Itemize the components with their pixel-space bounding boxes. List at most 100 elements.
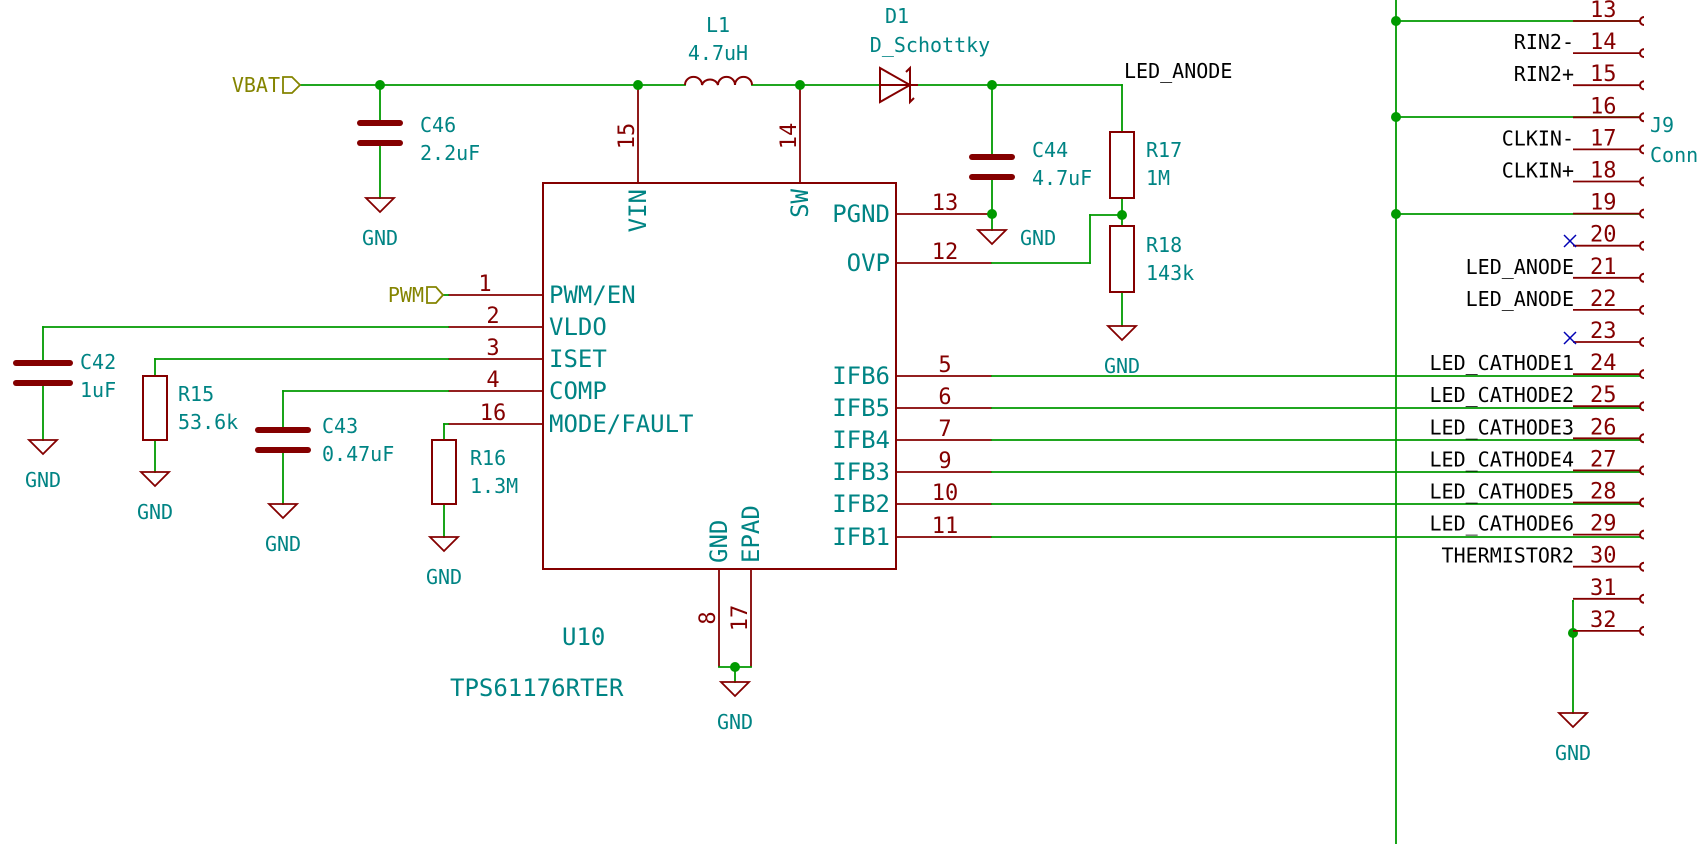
pin-name-ifb6: IFB6 xyxy=(832,362,890,390)
resistor-r16-value: 1.3M xyxy=(470,474,518,498)
connector-j9-pin-num: 32 xyxy=(1590,608,1617,633)
connector-j9-pin-num: 15 xyxy=(1590,62,1617,87)
connector-j9-contact-28 xyxy=(1639,497,1645,508)
diode-d1-value: D_Schottky xyxy=(870,33,990,57)
pin-num-5: 5 xyxy=(938,353,951,378)
resistor-r17-ref: R17 xyxy=(1146,138,1182,162)
connector-j9-net-label: RIN2+ xyxy=(1514,62,1574,86)
connector-j9-contact-14 xyxy=(1639,48,1645,59)
gnd-symbol-c46[interactable]: GND xyxy=(362,197,398,250)
gnd-label-u10: GND xyxy=(717,710,753,734)
capacitor-c44-value: 4.7uF xyxy=(1032,166,1092,190)
connector-j9-pin-num: 27 xyxy=(1590,447,1617,472)
connector-j9-pin-num: 24 xyxy=(1590,351,1617,376)
resistor-r17-value: 1M xyxy=(1146,166,1170,190)
inductor-l1-value: 4.7uH xyxy=(688,41,748,65)
wires xyxy=(42,0,1641,844)
no-connect-pin-20 xyxy=(1563,234,1577,248)
gnd-label-c44: GND xyxy=(1020,226,1056,250)
gnd-symbol-j9[interactable]: GND xyxy=(1555,712,1591,765)
gnd-symbol-r15[interactable]: GND xyxy=(137,471,173,524)
connector-j9-contact-19 xyxy=(1639,208,1645,219)
pin-num-13: 13 xyxy=(932,191,959,216)
connector-j9[interactable]: 1314RIN2-15RIN2+1617CLKIN-18CLKIN+192021… xyxy=(1430,0,1645,636)
capacitor-c42[interactable]: C42 1uF xyxy=(13,350,116,402)
pin-name-epad: EPAD xyxy=(737,505,765,563)
gnd-symbol-c44[interactable]: GND xyxy=(975,226,1056,250)
connector-j9-contact-17 xyxy=(1639,144,1645,155)
pin-name-comp: COMP xyxy=(549,377,607,405)
resistor-r17[interactable]: R17 1M xyxy=(1109,131,1182,199)
capacitor-c44[interactable]: C44 4.7uF xyxy=(969,138,1092,190)
pin-name-ifb2: IFB2 xyxy=(832,490,890,518)
pin-num-16: 16 xyxy=(480,401,507,426)
pin-name-vin: VIN xyxy=(624,189,652,232)
connector-j9-pin-num: 18 xyxy=(1590,159,1617,184)
gnd-symbol-u10[interactable]: GND xyxy=(717,681,753,734)
resistor-r15[interactable]: R15 53.6k xyxy=(142,375,238,441)
connector-j9-contact-30 xyxy=(1639,561,1645,572)
connector-j9-net-label: CLKIN- xyxy=(1502,126,1574,150)
connector-j9-pin-num: 30 xyxy=(1590,544,1617,569)
resistor-r16-ref: R16 xyxy=(470,446,506,470)
resistor-r16[interactable]: R16 1.3M xyxy=(431,439,518,505)
connector-j9-pin-num: 19 xyxy=(1590,191,1617,216)
pin-name-vldo: VLDO xyxy=(549,313,607,341)
pin-num-6: 6 xyxy=(938,385,951,410)
connector-j9-net-label: LED_CATHODE4 xyxy=(1430,447,1575,471)
connector-j9-contact-24 xyxy=(1639,369,1645,380)
resistor-r15-ref: R15 xyxy=(178,382,214,406)
connector-j9-pin-num: 23 xyxy=(1590,319,1617,344)
pin-name-ifb3: IFB3 xyxy=(832,458,890,486)
connector-j9-contact-27 xyxy=(1639,465,1645,476)
connector-j9-pin-num: 17 xyxy=(1590,126,1617,151)
inductor-l1[interactable]: L1 4.7uH xyxy=(684,13,753,86)
connector-j9-contact-13 xyxy=(1639,16,1645,26)
pin-num-14: 14 xyxy=(777,123,802,150)
pin-name-ifb5: IFB5 xyxy=(832,394,890,422)
pin-name-ifb1: IFB1 xyxy=(832,523,890,551)
capacitor-c42-ref: C42 xyxy=(80,350,116,374)
capacitor-c42-value: 1uF xyxy=(80,378,116,402)
pin-num-12: 12 xyxy=(932,240,959,265)
connector-j9-net-label: LED_ANODE xyxy=(1466,287,1574,311)
gnd-symbol-r16[interactable]: GND xyxy=(426,536,462,589)
pin-num-17: 17 xyxy=(728,605,753,632)
connector-j9-net-label: LED_CATHODE5 xyxy=(1430,480,1575,504)
connector-j9-pin-num: 13 xyxy=(1590,0,1617,23)
ic-u10-ref: U10 xyxy=(562,623,605,651)
gnd-label-j9: GND xyxy=(1555,741,1591,765)
connector-j9-contact-32 xyxy=(1639,625,1645,636)
resistor-r18[interactable]: R18 143k xyxy=(1109,225,1194,293)
capacitor-c43-value: 0.47uF xyxy=(322,442,394,466)
connector-j9-pin-num: 16 xyxy=(1590,94,1617,119)
pin-num-1: 1 xyxy=(478,272,491,297)
connector-j9-contact-25 xyxy=(1639,401,1645,412)
capacitor-c46[interactable]: C46 2.2uF xyxy=(357,113,480,165)
connector-j9-contact-21 xyxy=(1639,272,1645,283)
global-label-vbat-text: VBAT xyxy=(232,73,280,97)
capacitor-c43[interactable]: C43 0.47uF xyxy=(255,414,394,466)
resistor-r18-ref: R18 xyxy=(1146,233,1182,257)
gnd-symbol-c42[interactable]: GND xyxy=(25,439,61,492)
diode-d1[interactable]: D1 D_Schottky xyxy=(870,4,990,105)
junctions xyxy=(375,16,1578,672)
gnd-symbol-r18[interactable]: GND xyxy=(1104,325,1140,378)
connector-j9-net-label: LED_CATHODE1 xyxy=(1430,351,1575,375)
gnd-symbol-c43[interactable]: GND xyxy=(265,503,301,556)
gnd-label-r16: GND xyxy=(426,565,462,589)
capacitor-c44-ref: C44 xyxy=(1032,138,1068,162)
global-label-vbat[interactable]: VBAT xyxy=(232,73,302,97)
pin-num-2: 2 xyxy=(486,304,499,329)
ic-u10[interactable]: 1 2 3 4 16 PWM/EN VLDO ISET COMP MODE/FA… xyxy=(448,85,992,702)
global-label-pwm[interactable]: PWM xyxy=(388,283,445,307)
connector-j9-pin-num: 22 xyxy=(1590,287,1617,312)
capacitor-c46-ref: C46 xyxy=(420,113,456,137)
connector-j9-contact-26 xyxy=(1639,433,1645,444)
connector-j9-pin-num: 21 xyxy=(1590,255,1617,280)
pin-name-iset: ISET xyxy=(549,345,607,373)
connector-j9-pin-num: 26 xyxy=(1590,415,1617,440)
connector-j9-contact-22 xyxy=(1639,304,1645,315)
pin-name-mode-fault: MODE/FAULT xyxy=(549,410,694,438)
